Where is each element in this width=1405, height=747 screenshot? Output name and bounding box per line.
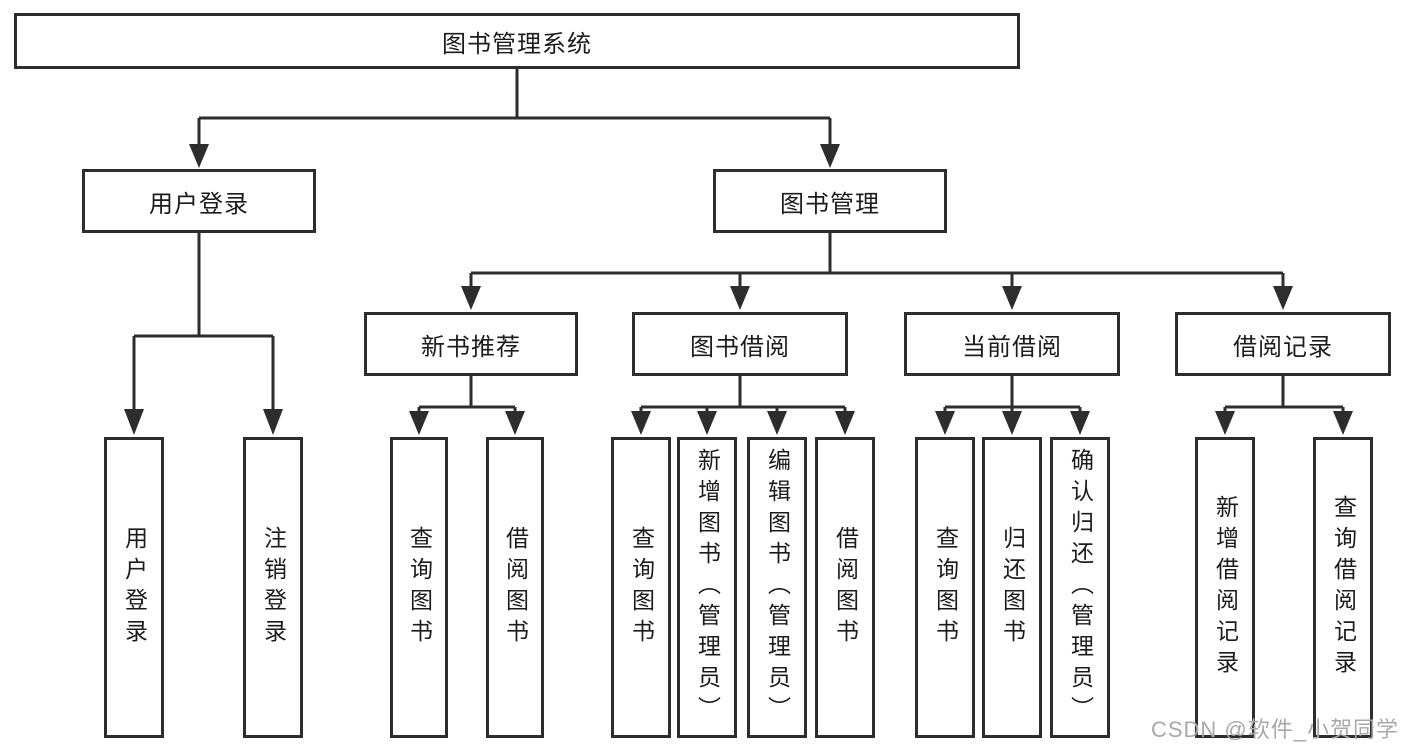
- leaf-add-borrow-record: 新增借阅记录: [1195, 437, 1255, 738]
- arrowhead-icon: [767, 411, 787, 435]
- leaf-query-borrow-record: 查询借阅记录: [1313, 437, 1373, 738]
- arrowhead-icon: [124, 409, 144, 435]
- node-book-management: 图书管理: [713, 169, 947, 233]
- arrowhead-icon: [697, 411, 717, 435]
- arrowhead-icon: [631, 411, 651, 435]
- node-label: 注销登录: [260, 525, 287, 650]
- node-label: 归还图书: [999, 525, 1026, 650]
- node-root-system: 图书管理系统: [14, 13, 1020, 69]
- node-book-borrowing: 图书借阅: [632, 312, 848, 376]
- node-label: 确认归还（管理员）: [1067, 448, 1094, 727]
- leaf-edit-books-admin: 编辑图书（管理员）: [747, 437, 807, 738]
- node-label: 新增图书（管理员）: [694, 448, 721, 727]
- arrowhead-icon: [1002, 411, 1022, 435]
- arrowhead-icon: [1333, 411, 1353, 435]
- node-label: 新书推荐: [421, 333, 521, 361]
- node-label: 查询图书: [406, 525, 433, 650]
- leaf-borrow-books: 借阅图书: [815, 437, 875, 738]
- node-user-login: 用户登录: [82, 169, 316, 233]
- node-label: 查询图书: [628, 525, 655, 650]
- node-label: 图书管理系统: [442, 30, 592, 58]
- arrowhead-icon: [505, 411, 525, 435]
- leaf-user-login: 用户登录: [104, 437, 164, 738]
- leaf-add-books-admin: 新增图书（管理员）: [677, 437, 737, 738]
- arrowhead-icon: [1273, 286, 1293, 310]
- arrowhead-icon: [935, 411, 955, 435]
- arrowhead-icon: [835, 411, 855, 435]
- csdn-watermark: CSDN @软件_小贺同学: [1150, 717, 1399, 742]
- arrowhead-icon: [730, 286, 750, 310]
- node-label: 查询图书: [932, 525, 959, 650]
- node-label: 图书借阅: [690, 333, 790, 361]
- leaf-logout-login: 注销登录: [243, 437, 303, 738]
- node-label: 借阅图书: [832, 525, 859, 650]
- leaf-query-books-recommend: 查询图书: [390, 437, 448, 738]
- leaf-query-books-borrowing: 查询图书: [611, 437, 671, 738]
- leaf-query-books-current: 查询图书: [915, 437, 975, 738]
- arrowhead-icon: [1070, 411, 1090, 435]
- node-label: 编辑图书（管理员）: [764, 448, 791, 727]
- node-label: 新增借阅记录: [1212, 494, 1239, 681]
- arrowhead-icon: [263, 409, 283, 435]
- node-label: 图书管理: [780, 190, 880, 218]
- arrowhead-icon: [820, 144, 840, 168]
- node-label: 用户登录: [149, 190, 249, 218]
- arrowhead-icon: [461, 286, 481, 310]
- node-current-borrowing: 当前借阅: [904, 312, 1120, 376]
- node-label: 借阅记录: [1233, 333, 1333, 361]
- arrowhead-icon: [1215, 411, 1235, 435]
- node-label: 当前借阅: [962, 333, 1062, 361]
- arrowhead-icon: [1002, 286, 1022, 310]
- leaf-confirm-return-admin: 确认归还（管理员）: [1050, 437, 1110, 738]
- leaf-return-books: 归还图书: [982, 437, 1042, 738]
- node-label: 查询借阅记录: [1330, 494, 1357, 681]
- node-new-book-recommend: 新书推荐: [364, 312, 578, 376]
- node-borrow-records: 借阅记录: [1175, 312, 1391, 376]
- node-label: 用户登录: [121, 525, 148, 650]
- leaf-borrow-books-recommend: 借阅图书: [486, 437, 544, 738]
- node-label: 借阅图书: [502, 525, 529, 650]
- arrowhead-icon: [189, 144, 209, 168]
- arrowhead-icon: [409, 411, 429, 435]
